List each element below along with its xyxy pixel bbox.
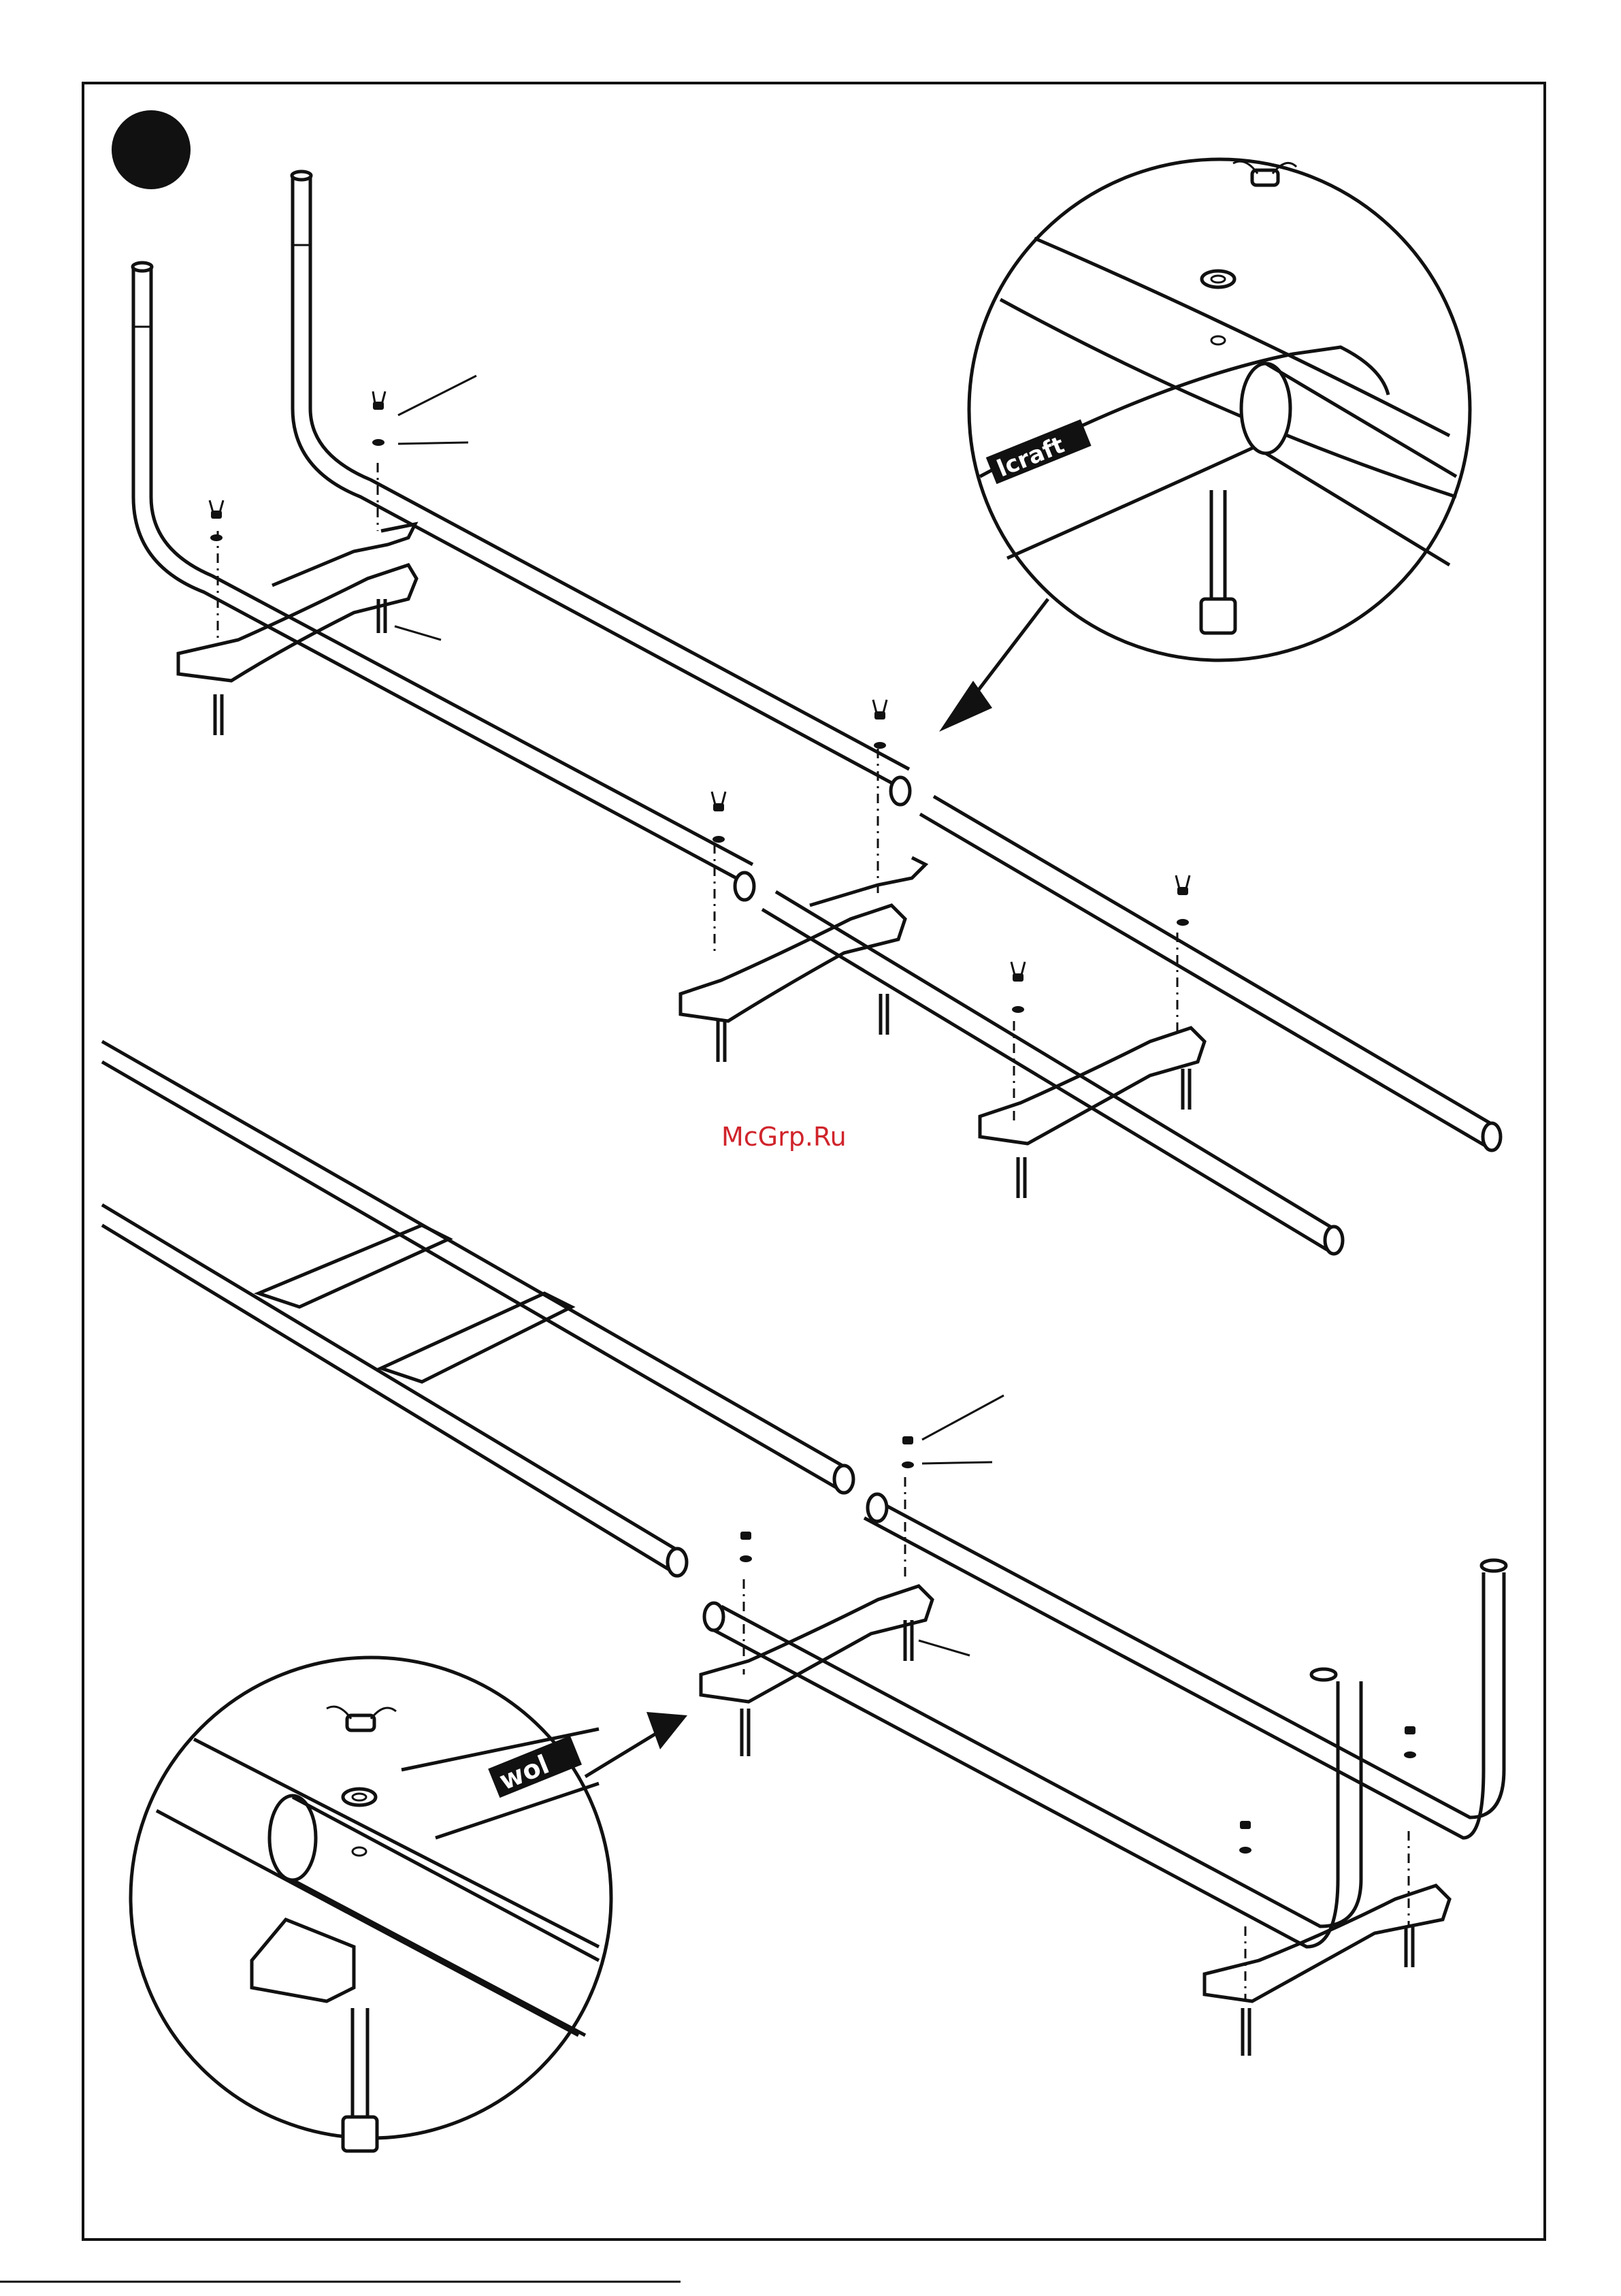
watermark-text: McGrp.Ru [721,1122,847,1152]
step-marker [112,110,191,189]
detail-circle-bottom: wol [131,1658,611,2151]
detail-circle-top: lcraft [969,159,1470,660]
